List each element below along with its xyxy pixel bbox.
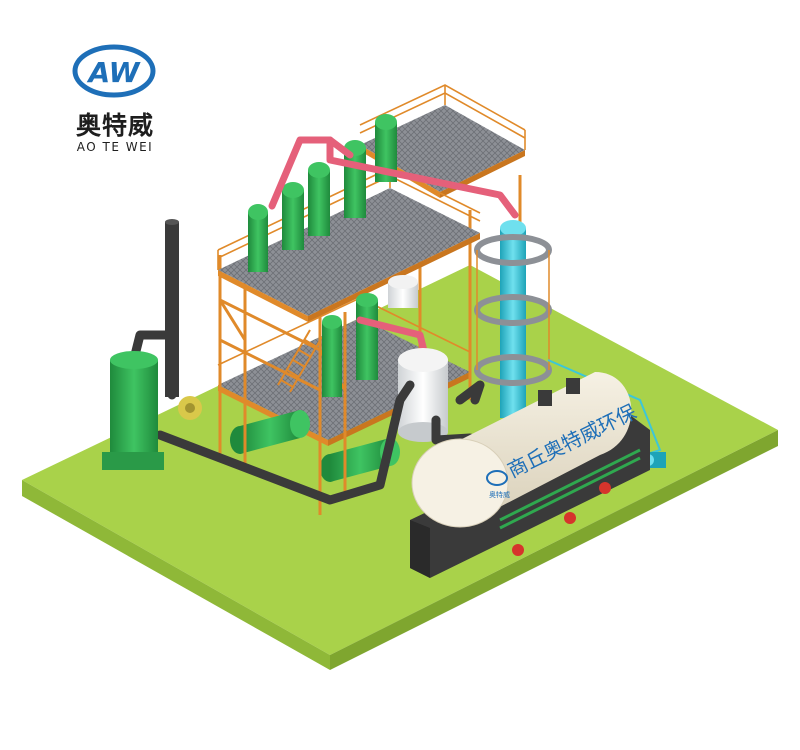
scrubber-tower bbox=[102, 351, 164, 470]
green-condenser-3 bbox=[308, 162, 330, 236]
receiver-tank-upper bbox=[388, 275, 418, 308]
logo-name-cn: 奥特威 bbox=[75, 111, 154, 140]
green-condenser-lower-2 bbox=[356, 293, 378, 380]
green-condenser-2 bbox=[282, 182, 304, 250]
blower-fan bbox=[178, 396, 202, 420]
green-condenser-lower-1 bbox=[322, 315, 342, 397]
logo-mark-text: AW bbox=[86, 56, 140, 89]
reactor-tank: 奥特威 商丘奥特威环保 bbox=[410, 372, 650, 578]
ladder bbox=[277, 329, 323, 393]
distillation-column bbox=[474, 220, 552, 418]
tank-logo-icon bbox=[486, 470, 508, 486]
logo-name-en: AO TE WEI bbox=[76, 140, 154, 154]
tank-badge-text: 奥特威 bbox=[489, 490, 510, 499]
ground-slab bbox=[22, 265, 778, 670]
brand-logo: AW 奥特威 AO TE WEI bbox=[50, 40, 180, 160]
logo-mark-icon: AW bbox=[72, 44, 156, 98]
green-condenser-1 bbox=[248, 204, 268, 272]
